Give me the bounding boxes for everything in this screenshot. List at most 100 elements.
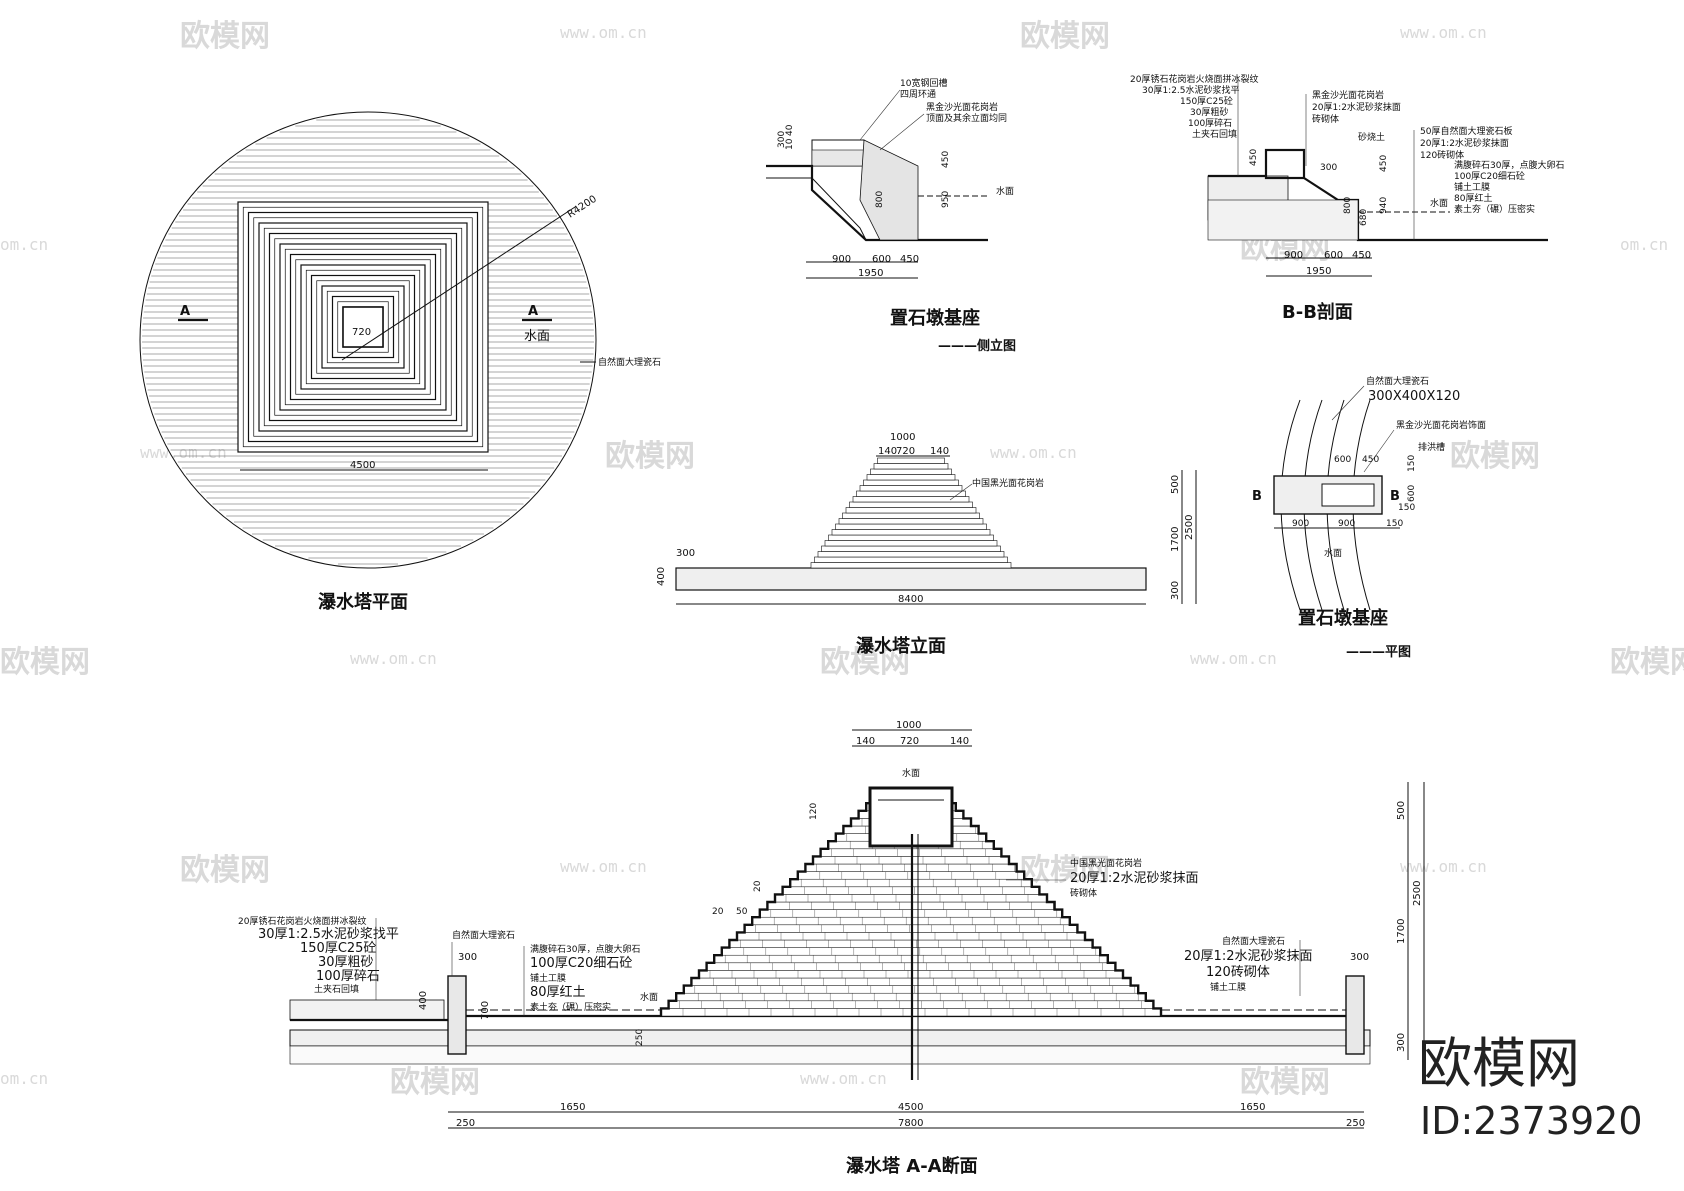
radius-line	[341, 206, 576, 361]
dim: 40	[785, 124, 795, 136]
elevation-step	[831, 529, 991, 536]
note: 排洪槽	[1418, 441, 1445, 453]
watermark-logo: 欧模网	[180, 19, 270, 54]
dim: 950	[941, 191, 951, 208]
note: 80厚红土	[530, 984, 586, 1000]
note: 黑金沙光面花岗岩	[1312, 89, 1384, 101]
dim: 300	[458, 952, 477, 963]
aa-title: 瀑水塔 A-A断面	[846, 1155, 978, 1177]
watermark-logo: 欧模网	[1240, 1065, 1330, 1100]
step-outline	[326, 290, 400, 364]
ground-hatch-edge	[766, 177, 867, 241]
elevation-step	[828, 534, 994, 541]
dim: 400	[656, 567, 667, 586]
aa-right-notes: 自然面大理瓷石 20厚1:2水泥砂浆抹面 120砖砌体 铺土工膜	[1184, 935, 1312, 996]
section-mark-left: A	[180, 304, 190, 319]
dim: 600	[1334, 455, 1351, 465]
note: 铺土工膜	[1454, 181, 1490, 193]
elevation-step	[866, 474, 956, 481]
section-mark-right: A	[528, 304, 538, 319]
note: 土夹石回填	[1192, 128, 1237, 140]
watermark-url: om.cn	[1620, 235, 1668, 254]
water-text: 水面	[902, 767, 920, 779]
note: 铺土工膜	[1210, 981, 1246, 993]
note: 自然面大理瓷石	[1366, 375, 1429, 387]
pier-top	[1264, 148, 1306, 180]
note: 中国黑光面花岗岩	[1070, 857, 1142, 869]
step-outline	[310, 274, 416, 380]
dim: 500	[1396, 801, 1407, 820]
dim: 900	[1284, 250, 1303, 261]
watermark-url: www.om.cn	[350, 649, 437, 668]
left-wall	[447, 975, 467, 1055]
watermark-url: www.om.cn	[1400, 857, 1487, 876]
dim: 600	[1324, 250, 1343, 261]
dim: 940	[1379, 197, 1389, 214]
note: 120砖砌体	[1420, 149, 1464, 161]
plan-title: 瀑水塔平面	[318, 591, 408, 613]
dim: 1000	[890, 432, 915, 443]
dim: 2500	[1184, 515, 1195, 540]
note: 50厚自然面大理瓷石板	[1420, 125, 1512, 137]
watermark-url: www.om.cn	[1190, 649, 1277, 668]
dim: 300	[676, 548, 695, 559]
elevation-step	[810, 562, 1012, 569]
dim: 150	[1407, 455, 1417, 472]
note: 黑金沙光面花岗岩	[926, 101, 998, 113]
dim: 900	[1292, 519, 1309, 529]
watermark-logo: 欧模网	[180, 853, 270, 888]
dim: 150	[1398, 503, 1415, 513]
note: 土夹石回填	[314, 983, 359, 995]
watermark-url: www.om.cn	[990, 443, 1077, 462]
note: 150厚C25砼	[1180, 95, 1233, 107]
elevation-step	[817, 551, 1005, 558]
watermark-logo: 欧模网	[1020, 853, 1110, 888]
pier-side-subtitle: ———侧立图	[938, 338, 1016, 354]
dim: 800	[875, 191, 885, 208]
watermark-logo: 欧模网	[1450, 439, 1540, 474]
note: 素土夯（碾）压密实	[1454, 203, 1535, 215]
elevation-step	[873, 463, 949, 470]
dim: 450	[900, 254, 919, 265]
inner-dim: 720	[352, 327, 371, 338]
step-outline	[253, 217, 473, 437]
dim: 10	[785, 138, 795, 150]
dim: 900	[832, 254, 851, 265]
watermark-logo: 欧模网	[0, 645, 90, 680]
note: 满腹碎石30厚，点腹大卵石	[1454, 159, 1564, 171]
radius-label: R4200	[566, 194, 599, 221]
watermark-logo: 欧模网	[1020, 19, 1110, 54]
section-mark: B	[1390, 489, 1400, 504]
step-outline	[337, 301, 389, 353]
dim: 720	[900, 736, 919, 747]
watermark-logo: 欧模网	[605, 439, 695, 474]
step-outline	[295, 259, 431, 395]
plan-concentric-squares	[237, 201, 489, 453]
step-outline	[258, 222, 468, 432]
note: 中国黑光面花岗岩	[972, 477, 1044, 489]
dim: 120	[809, 803, 819, 820]
note: 30厚粗砂	[1190, 106, 1228, 118]
dim: 680	[1359, 209, 1369, 226]
dim-total: 1950	[1306, 266, 1331, 277]
dim: 300	[1170, 581, 1181, 600]
dim: 300	[1350, 952, 1369, 963]
leader	[1331, 385, 1365, 421]
step-outline	[242, 206, 484, 448]
watermark-url: om.cn	[0, 235, 48, 254]
note: 20厚1:2水泥砂浆抹面	[1420, 137, 1509, 149]
step-outline	[247, 211, 479, 443]
elevation-step	[838, 518, 984, 525]
note: 30厚1:2.5水泥砂浆找平	[258, 927, 399, 942]
elevation-step	[849, 501, 973, 508]
watermark-url: www.om.cn	[1400, 23, 1487, 42]
step-outline	[274, 238, 452, 416]
dim: 450	[941, 151, 951, 168]
elevation-step	[821, 545, 1001, 552]
dim: 450	[1249, 149, 1259, 166]
note: 30厚1:2.5水泥砂浆找平	[1142, 84, 1240, 96]
dim: 150	[1386, 519, 1403, 529]
right-wall	[1345, 975, 1365, 1055]
elevation-step	[842, 512, 980, 519]
